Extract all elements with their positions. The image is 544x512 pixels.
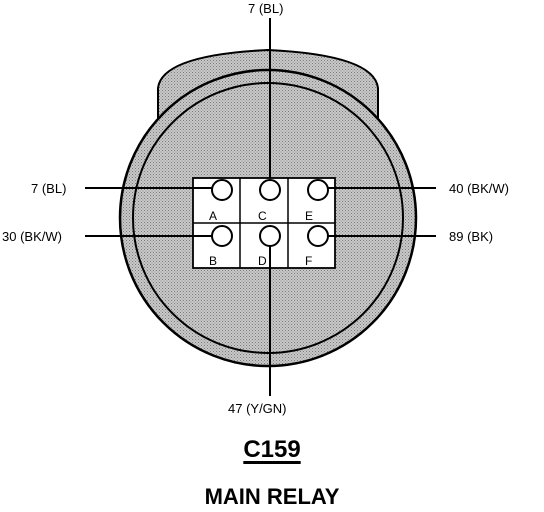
pin-letter-c: C	[258, 209, 267, 223]
pin-letter-f: F	[305, 254, 312, 268]
connector-inner-ring	[132, 82, 404, 354]
wire-label-pin-e: 40 (BK/W)	[449, 181, 509, 196]
pin-f	[307, 225, 329, 247]
connector-id-text: C159	[243, 436, 301, 463]
wires	[85, 18, 436, 396]
pin-letter-a: A	[209, 209, 217, 223]
connector-id: C159	[0, 436, 544, 464]
pins	[211, 179, 329, 247]
pin-c	[259, 179, 281, 201]
wire-labels: 7 (BL) 30 (BK/W) 7 (BL) 47 (Y/GN) 40 (BK…	[2, 1, 509, 416]
wire-label-pin-f: 89 (BK)	[449, 229, 493, 244]
wire-label-pin-c: 7 (BL)	[248, 1, 283, 16]
wire-label-pin-a: 7 (BL)	[31, 181, 66, 196]
wire-label-pin-d: 47 (Y/GN)	[228, 401, 287, 416]
pin-a	[211, 179, 233, 201]
pin-letter-b: B	[209, 254, 217, 268]
pin-letters: A B C D E F	[209, 209, 313, 268]
pin-letter-d: D	[258, 254, 267, 268]
pin-b	[211, 225, 233, 247]
pin-letter-e: E	[305, 209, 313, 223]
pin-e	[307, 179, 329, 201]
connector-name: MAIN RELAY	[204, 484, 340, 509]
pin-d	[259, 225, 281, 247]
wire-label-pin-b: 30 (BK/W)	[2, 229, 62, 244]
